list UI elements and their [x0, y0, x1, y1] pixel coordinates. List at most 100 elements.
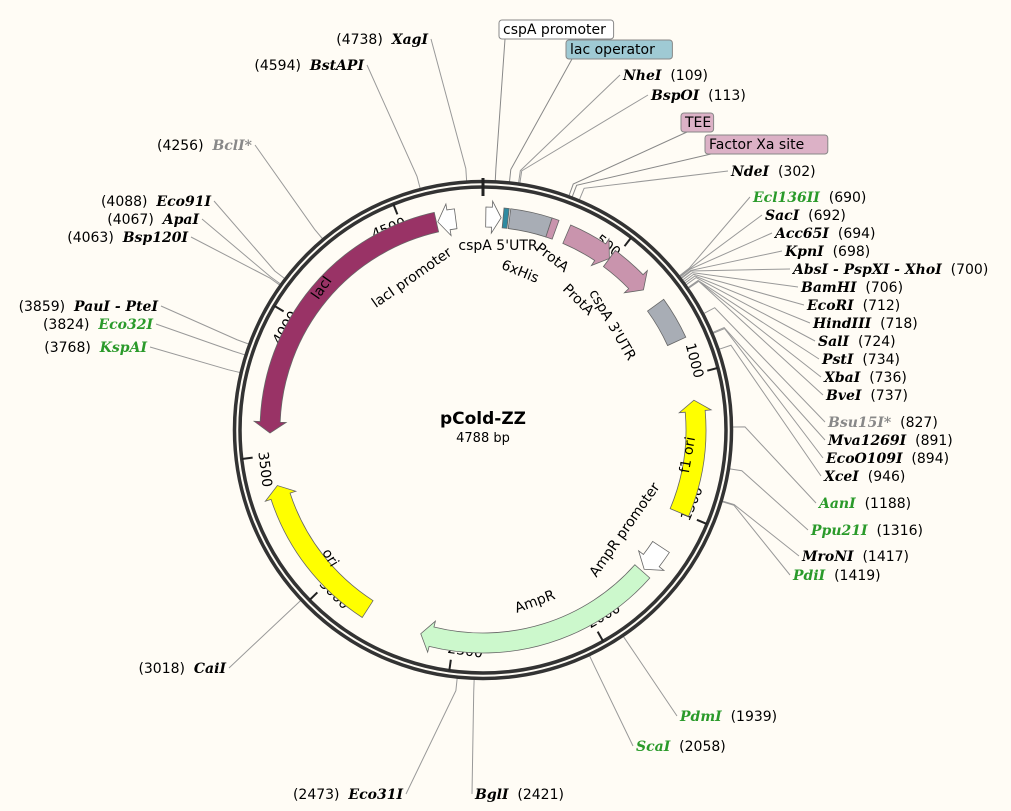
tick-mark	[623, 236, 633, 247]
spacer	[861, 388, 870, 404]
site-position: (113)	[708, 88, 746, 104]
restriction-site-label: (3018) CaiI	[138, 661, 226, 677]
site-name: NdeI	[730, 164, 769, 180]
site-leader-line	[160, 305, 250, 345]
site-name: PdiI	[792, 568, 826, 584]
site-position: (712)	[863, 298, 901, 314]
site-position: (4063)	[67, 230, 114, 246]
tick-label: 1000	[682, 341, 707, 380]
site-leader-line	[190, 236, 281, 286]
backbone-outer	[232, 179, 734, 681]
feature-tag-leader	[571, 153, 712, 198]
site-name: CaiI	[194, 661, 227, 677]
site-position: (690)	[829, 190, 867, 206]
feature-tag-box	[565, 39, 673, 60]
site-position: (734)	[862, 352, 900, 368]
feature-label: 6xHis	[499, 257, 541, 286]
spacer	[854, 549, 863, 565]
site-name: KpnI	[784, 244, 824, 260]
site-leader-line	[721, 501, 791, 576]
restriction-site-label: NdeI (302)	[730, 164, 816, 180]
site-leader-line	[728, 468, 809, 531]
restriction-site-label: PstI (734)	[821, 352, 900, 368]
site-leader-line	[678, 196, 751, 277]
plasmid-name: pCold-ZZ	[440, 409, 526, 429]
site-leader-line	[681, 272, 799, 288]
restriction-site-label: (3859) PauI - PteI	[19, 299, 159, 315]
restriction-site-label: XbaI (736)	[823, 370, 907, 386]
site-position: (4738)	[336, 32, 383, 48]
spacer	[825, 568, 834, 584]
site-leader-line	[519, 94, 649, 184]
site-leader-line	[518, 74, 621, 184]
site-name: BstAPI	[309, 58, 365, 74]
restriction-sites: NheI (109) BspOI (113) NdeI (302) Ecl136II …	[19, 32, 989, 803]
site-position: (1316)	[876, 523, 923, 539]
site-position: (4067)	[107, 212, 154, 228]
restriction-site-label: KpnI (698)	[784, 244, 870, 260]
restriction-site-label: AbsI - PspXI - XhoI (700)	[791, 262, 988, 278]
feature-label: cspA 3'UTR	[585, 287, 639, 364]
site-leader-line	[679, 232, 773, 278]
feature-tag-label: cspA promoter	[503, 22, 606, 38]
restriction-site-label: NheI (109)	[622, 68, 708, 84]
ori-feature	[264, 485, 374, 619]
site-name: BglI	[474, 787, 509, 803]
site-position: (1417)	[862, 549, 909, 565]
spacer	[799, 208, 808, 224]
site-leader-line	[471, 678, 475, 795]
spacer	[148, 194, 157, 210]
site-leader-line	[155, 323, 246, 356]
site-leader-line	[622, 635, 678, 717]
tick-mark	[273, 304, 285, 313]
spacer	[91, 340, 100, 356]
f1-ori-feature	[669, 399, 713, 517]
spacer	[722, 709, 731, 725]
site-position: (698)	[833, 244, 871, 260]
restriction-site-label: Ecl136II (690)	[752, 190, 866, 206]
site-leader-line	[588, 654, 634, 747]
spacer	[154, 212, 163, 228]
site-name: Eco91I	[155, 194, 211, 210]
site-name: SacI	[765, 208, 800, 224]
site-leader-lines	[149, 38, 826, 795]
restriction-site-label: (4594) BstAPI	[254, 58, 364, 74]
site-name: BspOI	[650, 88, 700, 104]
feature-label: AmpR	[513, 587, 558, 616]
site-leader-line	[680, 268, 791, 280]
site-leader-line	[687, 280, 824, 396]
tick-mark	[596, 631, 604, 642]
laci-feature	[252, 211, 440, 434]
plasmid-length: 4788 bp	[456, 431, 510, 446]
restriction-site-label: Mva1269I (891)	[827, 433, 953, 449]
spacer	[65, 299, 74, 315]
site-name: Bsu15I*	[827, 415, 892, 431]
site-name: XbaI	[823, 370, 861, 386]
restriction-site-label: (4067) ApaI	[107, 212, 199, 228]
spacer	[853, 352, 862, 368]
spacer	[340, 787, 349, 803]
spacer	[509, 787, 518, 803]
spacer	[891, 415, 900, 431]
site-name: Eco32I	[97, 317, 153, 333]
spacer	[90, 317, 99, 333]
site-leader-line	[685, 277, 816, 342]
site-leader-line	[254, 144, 324, 240]
restriction-site-label: Acc65I (694)	[773, 226, 876, 242]
spacer	[699, 88, 708, 104]
site-position: (1939)	[731, 709, 778, 725]
site-position: (1419)	[834, 568, 881, 584]
feature-tag-label: lac operator	[570, 42, 655, 58]
site-leader-line	[711, 326, 826, 441]
site-name: Acc65I	[773, 226, 829, 242]
backbone-inner	[238, 185, 728, 675]
site-leader-line	[405, 677, 458, 795]
site-leader-line	[201, 218, 282, 285]
restriction-site-label: (3824) Eco32I	[43, 317, 153, 333]
restriction-site-label: PdmI (1939)	[679, 709, 777, 725]
site-leader-line	[718, 344, 822, 477]
site-name: PauI - PteI	[73, 299, 158, 315]
site-name: NheI	[622, 68, 662, 84]
